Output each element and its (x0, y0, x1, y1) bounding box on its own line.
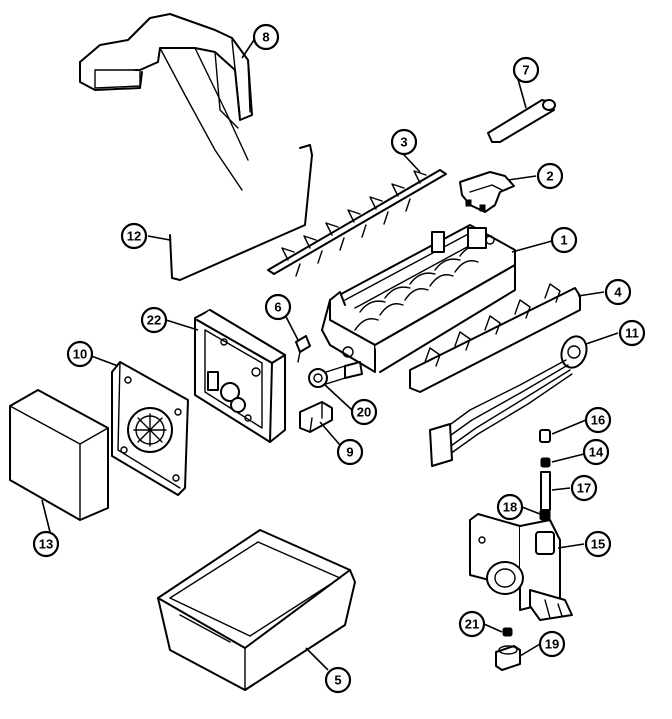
callout-label: 5 (334, 673, 341, 688)
callout-3: 3 (390, 128, 418, 156)
callout-12: 12 (120, 222, 148, 250)
callout-2: 2 (536, 162, 564, 190)
callout-label: 9 (346, 445, 353, 460)
wire-harness-part (429, 335, 588, 467)
callout-19: 19 (538, 630, 566, 658)
stripper-part (409, 283, 581, 393)
motor-plate-part (111, 361, 189, 496)
callout-label: 1 (560, 233, 567, 248)
ferrule-part (540, 457, 551, 468)
callout-label: 17 (577, 481, 591, 496)
callout-17: 17 (570, 474, 598, 502)
callout-label: 16 (591, 413, 605, 428)
callout-13: 13 (32, 530, 60, 558)
fill-cup-part (79, 13, 253, 191)
water-valve-part (469, 513, 573, 621)
callout-11: 11 (618, 319, 646, 347)
shutoff-arm-part (169, 144, 313, 281)
callout-8: 8 (252, 23, 280, 51)
callout-22: 22 (140, 306, 168, 334)
callout-label: 20 (357, 405, 371, 420)
callout-label: 18 (503, 500, 517, 515)
callout-label: 19 (545, 637, 559, 652)
callout-15: 15 (584, 530, 612, 558)
callout-label: 12 (127, 229, 141, 244)
callout-label: 10 (73, 347, 87, 362)
callout-5: 5 (324, 666, 352, 694)
callout-18: 18 (496, 493, 524, 521)
callout-label: 7 (522, 63, 529, 78)
callout-label: 8 (262, 30, 269, 45)
fill-tube-part (487, 99, 556, 143)
mold-cover-part (459, 171, 515, 213)
callout-label: 15 (591, 537, 605, 552)
callout-label: 4 (614, 285, 622, 300)
control-module-housing-part (194, 309, 286, 443)
callout-7: 7 (512, 56, 540, 84)
callout-1: 1 (550, 226, 578, 254)
callout-16: 16 (584, 406, 612, 434)
outlet-fitting-part (495, 645, 521, 671)
callout-9: 9 (336, 438, 364, 466)
callout-label: 14 (589, 445, 604, 460)
ice-mold-part (321, 224, 516, 373)
callout-label: 22 (147, 313, 161, 328)
callout-label: 6 (274, 300, 281, 315)
small-nut-part (502, 627, 513, 637)
water-tube-part (540, 471, 551, 511)
callout-label: 3 (400, 135, 407, 150)
compression-nut-part (539, 509, 551, 521)
callout-14: 14 (582, 438, 610, 466)
thermostat-part (308, 361, 363, 388)
callout-21: 21 (458, 610, 486, 638)
callout-label: 2 (546, 169, 553, 184)
callout-label: 21 (465, 617, 479, 632)
callout-10: 10 (66, 340, 94, 368)
leader-lines (41, 39, 619, 671)
ejector-blade-part (267, 169, 447, 277)
inlet-cap-part (539, 429, 551, 443)
callout-20: 20 (350, 398, 378, 426)
thermostat-clip-part (295, 335, 311, 363)
ice-bin-part (157, 529, 356, 691)
front-cover-part (9, 389, 109, 521)
mounting-bracket-part (299, 401, 333, 433)
callout-4: 4 (604, 278, 632, 306)
callout-label: 11 (625, 326, 639, 341)
callout-label: 13 (39, 537, 53, 552)
callout-6: 6 (264, 293, 292, 321)
